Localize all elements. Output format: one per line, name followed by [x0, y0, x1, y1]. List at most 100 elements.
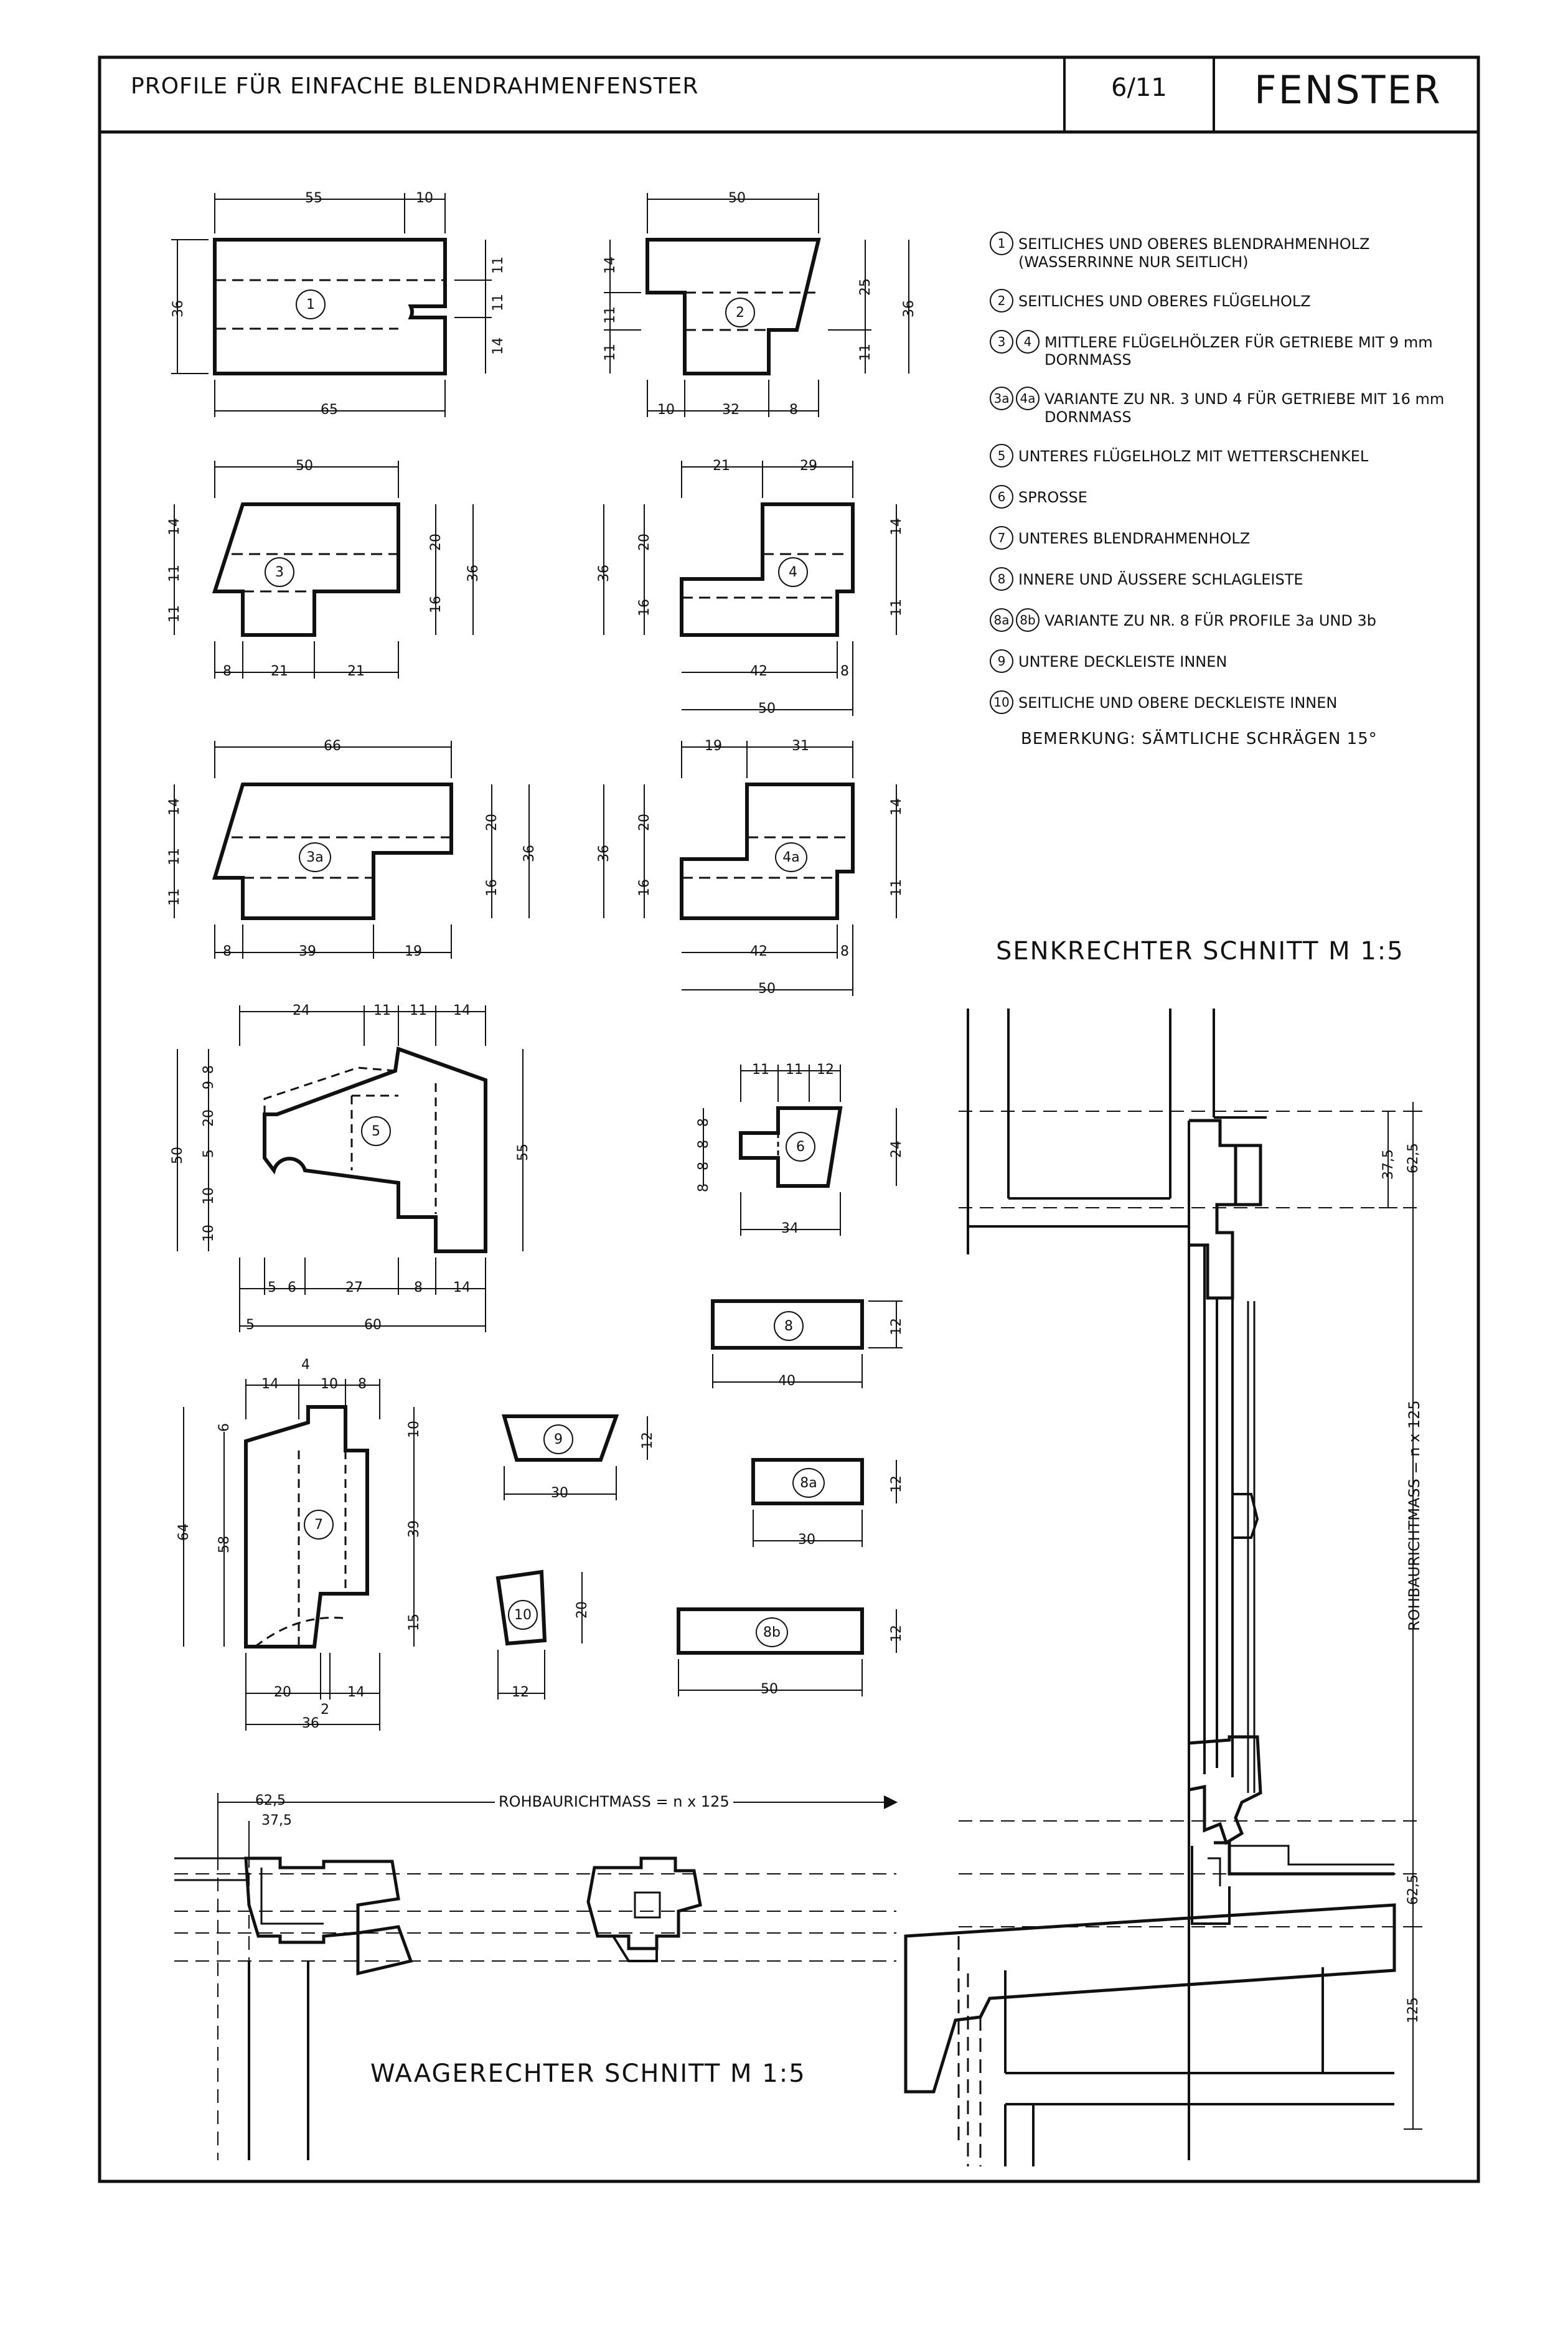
- section-name: FENSTER: [1254, 67, 1442, 113]
- profile-number: 4: [778, 557, 808, 587]
- dim-label: 2: [321, 1702, 329, 1718]
- page-number: 6/11: [1111, 73, 1167, 102]
- dim-label: 12: [889, 1318, 904, 1335]
- dim-label: 9: [201, 1081, 217, 1089]
- profile-7: [183, 1379, 415, 1731]
- legend-number: 4: [1016, 329, 1040, 354]
- dim-label: 8: [201, 1065, 217, 1074]
- dim-label: 20: [637, 814, 652, 831]
- dim-label: 5: [201, 1149, 217, 1158]
- dim-label: 20: [484, 814, 500, 831]
- legend-item: 3a 4a VARIANTE ZU NR. 3 UND 4 FÜR GETRIE…: [990, 387, 1463, 426]
- legend-item: 6 SPROSSE: [990, 484, 1463, 509]
- dim-label: 19: [705, 738, 722, 754]
- legend-number: 9: [990, 649, 1013, 673]
- dim-label: 55: [305, 190, 322, 206]
- profile-8: [711, 1299, 903, 1388]
- dim-label: 37,5: [1381, 1149, 1396, 1180]
- dim-label: 20: [575, 1601, 590, 1619]
- dim-label: 55: [515, 1144, 531, 1161]
- dim-label: 8: [840, 664, 849, 679]
- legend-item: 3 4 MITTLERE FLÜGELHÖLZER FÜR GETRIEBE M…: [990, 329, 1463, 370]
- dim-label: 25: [858, 278, 873, 296]
- profile-number: 10: [508, 1600, 538, 1630]
- profile-number: 8: [774, 1311, 804, 1341]
- dim-label: 60: [364, 1317, 382, 1333]
- legend-item: 8a 8b VARIANTE ZU NR. 8 FÜR PROFILE 3a U…: [990, 608, 1463, 632]
- dim-label: 50: [761, 1681, 778, 1697]
- dim-label: 21: [347, 664, 365, 679]
- dim-label: 10: [416, 190, 433, 206]
- dim-label: 14: [453, 1280, 471, 1296]
- dim-label: 36: [596, 565, 612, 582]
- dim-label: 64: [176, 1523, 192, 1541]
- dim-label: 50: [296, 458, 313, 474]
- dim-label: 8: [358, 1376, 367, 1392]
- dim-label: 21: [713, 458, 730, 474]
- dim-label: 6: [217, 1423, 232, 1432]
- remark-note: BEMERKUNG: SÄMTLICHE SCHRÄGEN 15°: [1021, 730, 1378, 748]
- legend-item: 1 SEITLICHES UND OBERES BLENDRAHMENHOLZ …: [990, 232, 1463, 271]
- dim-label: 14: [167, 518, 182, 535]
- dim-label: 65: [321, 402, 338, 418]
- profile-number: 8a: [792, 1468, 825, 1498]
- profile-8a: [751, 1458, 897, 1547]
- dim-label: 29: [800, 458, 817, 474]
- dim-label: 8: [223, 664, 232, 679]
- rohbau-label-horizontal: ROHBAURICHTMASS = n x 125: [495, 1793, 733, 1810]
- dim-label: 37,5: [261, 1813, 292, 1828]
- dim-label: 36: [302, 1716, 319, 1731]
- dim-label: 8: [789, 402, 798, 418]
- dim-label: 36: [522, 845, 537, 862]
- legend-number: 8b: [1016, 608, 1040, 632]
- dim-label: 66: [324, 738, 341, 754]
- sheet-frame: [98, 55, 1480, 2183]
- dim-label: 58: [217, 1536, 232, 1553]
- profile-number: 4a: [775, 842, 807, 872]
- legend-number: 8a: [990, 608, 1013, 632]
- legend-number: 8: [990, 567, 1013, 591]
- dim-label: 4: [301, 1357, 310, 1373]
- dim-label: 20: [428, 534, 444, 551]
- profile-number: 7: [304, 1510, 334, 1540]
- dim-label: 62,5: [255, 1793, 286, 1808]
- legend-text: INNERE UND ÄUSSERE SCHLAGLEISTE: [1018, 570, 1303, 588]
- page-title: PROFILE FÜR EINFACHE BLENDRAHMENFENSTER: [131, 73, 699, 99]
- dim-label: 50: [728, 190, 746, 206]
- dim-label: 8: [840, 944, 849, 959]
- dim-label: 14: [453, 1003, 471, 1018]
- legend-item: 2 SEITLICHES UND OBERES FLÜGELHOLZ: [990, 288, 1463, 313]
- legend-number: 10: [990, 690, 1013, 714]
- dim-label: 39: [299, 944, 316, 959]
- dim-label: 8: [696, 1183, 711, 1192]
- profile-number: 6: [786, 1132, 815, 1162]
- dim-label: 11: [858, 344, 873, 361]
- dim-label: 50: [170, 1147, 185, 1164]
- dim-label: 12: [640, 1432, 655, 1449]
- legend-number: 4a: [1016, 387, 1040, 411]
- dim-label: 16: [428, 596, 444, 613]
- profile-8b: [677, 1607, 897, 1696]
- dim-label: 20: [201, 1109, 217, 1127]
- dim-label: 12: [817, 1062, 834, 1078]
- dim-label: 11: [889, 879, 904, 896]
- dim-label: 14: [167, 798, 182, 816]
- dim-label: 20: [274, 1685, 291, 1700]
- rohbau-label-vertical: ROHBAURICHTMASS = n x 125: [1406, 1400, 1423, 1631]
- dim-label: 14: [603, 256, 618, 274]
- profile-2: [604, 193, 909, 417]
- dim-label: 15: [406, 1614, 422, 1631]
- legend-item: 10 SEITLICHE UND OBERE DECKLEISTE INNEN: [990, 690, 1463, 714]
- dim-label: 24: [889, 1140, 904, 1158]
- dim-label: 8: [223, 944, 232, 959]
- profile-5: [177, 1005, 523, 1332]
- profile-4: [603, 461, 897, 716]
- legend-item: 7 UNTERES BLENDRAHMENHOLZ: [990, 525, 1463, 550]
- dim-label: 32: [722, 402, 739, 418]
- dim-label: 12: [512, 1685, 529, 1700]
- profile-1: [171, 193, 492, 417]
- dim-label: 11: [603, 306, 618, 324]
- legend-number: 5: [990, 443, 1013, 468]
- dim-label: 62,5: [1406, 1874, 1421, 1905]
- dim-label: 50: [758, 981, 776, 997]
